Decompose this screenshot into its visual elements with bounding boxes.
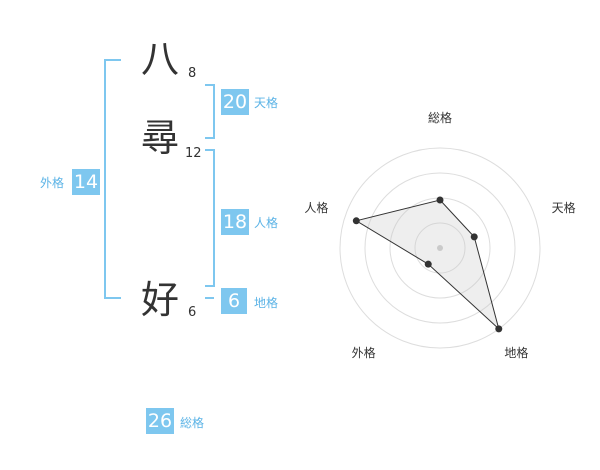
radar-ring — [339, 147, 541, 349]
name-char-3: 好 — [141, 278, 180, 322]
stroke-count-1: 8 — [188, 66, 197, 81]
radar-axis-label-4: 人格 — [304, 200, 328, 215]
radar-axis-label-2: 地格 — [504, 345, 528, 360]
gaikaku-value: 14 — [72, 169, 100, 195]
radar-point-0 — [436, 196, 444, 204]
chikaku-value: 6 — [221, 288, 247, 314]
radar-point-4 — [352, 217, 360, 225]
name-char-2: 尋 — [141, 116, 180, 160]
stroke-count-2: 12 — [185, 146, 202, 161]
radar-series-polygon — [355, 199, 500, 331]
name-char-1: 八 — [141, 37, 180, 81]
soukaku-label: 総格 — [180, 416, 205, 430]
radar-point-2 — [495, 325, 503, 333]
jinkaku-label: 人格 — [254, 216, 279, 230]
radar-point-3 — [424, 260, 432, 268]
chikaku-label: 地格 — [254, 296, 279, 310]
radar-ring — [364, 172, 516, 324]
jinkaku-value: 18 — [221, 209, 249, 235]
gaikaku-label: 外格 — [40, 176, 65, 190]
tenkaku-label: 天格 — [254, 96, 279, 110]
radar-ring — [414, 222, 466, 274]
radar-axis-label-3: 外格 — [352, 345, 376, 360]
tenkaku-value: 20 — [221, 89, 249, 115]
radar-axis-label-0: 総格 — [428, 110, 452, 125]
soukaku-value: 26 — [146, 408, 174, 434]
radar-center — [437, 245, 443, 251]
stroke-count-3: 6 — [188, 305, 197, 320]
radar-point-1 — [470, 233, 478, 241]
radar-axis-label-1: 天格 — [552, 200, 576, 215]
